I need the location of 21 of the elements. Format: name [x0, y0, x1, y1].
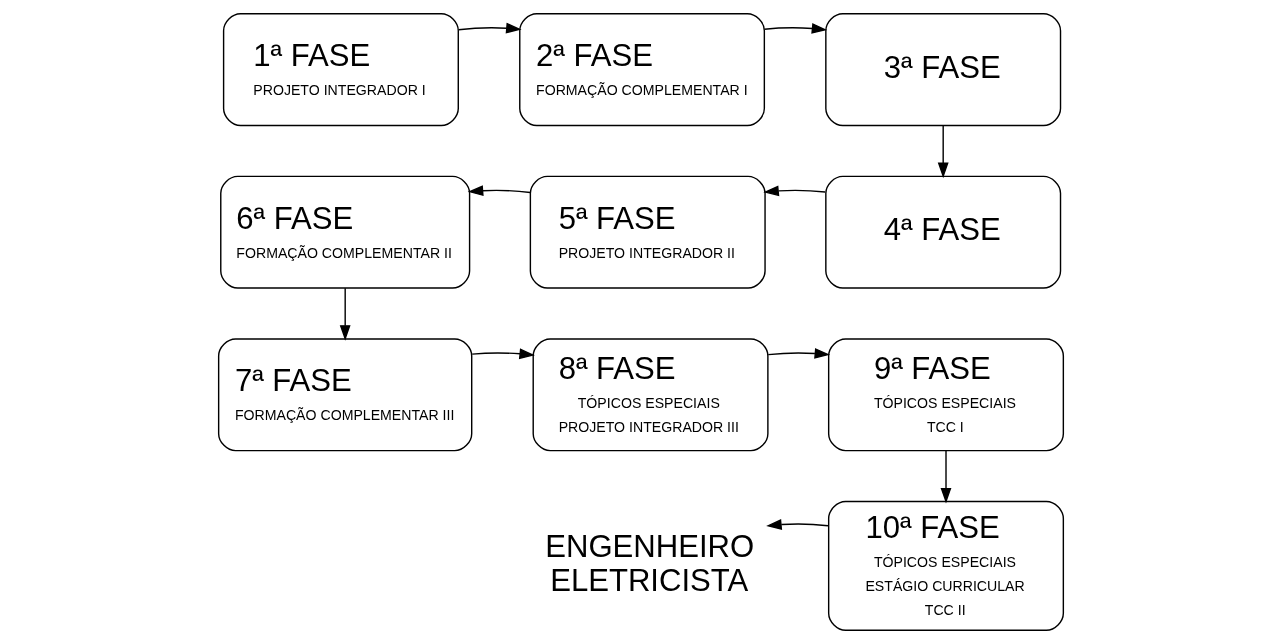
node-box: 4ª FASE: [824, 175, 1061, 289]
node-box: 7ª FASE FORMAÇÃO COMPLEMENTAR III: [217, 338, 472, 452]
node-box: 9ª FASE TÓPICOS ESPECIAIS TCC I: [827, 338, 1064, 452]
node-box: 6ª FASE FORMAÇÃO COMPLEMENTAR II: [219, 175, 470, 289]
arrow: [765, 519, 829, 530]
node-box: 10ª FASE TÓPICOS ESPECIAIS ESTÁGIO CURRICULAR TCC II: [827, 500, 1064, 631]
arrow: [767, 348, 830, 359]
arrow: [467, 185, 531, 197]
arrow: [339, 287, 351, 341]
arrow: [471, 348, 535, 360]
node-box: 1ª FASE PROJETO INTEGRADOR I: [222, 13, 459, 127]
node-box: 5ª FASE PROJETO INTEGRADOR II: [529, 175, 766, 289]
node-box: 8ª FASE TÓPICOS ESPECIAIS PROJETO INTEGRADOR III: [532, 338, 769, 452]
arrow: [763, 23, 827, 34]
node-box: 3ª FASE: [824, 13, 1061, 127]
arrow: [940, 450, 951, 504]
node-text: ENGENHEIRO ELETRICISTA: [544, 528, 754, 598]
node-box: 2ª FASE FORMAÇÃO COMPLEMENTAR I: [518, 13, 765, 127]
arrow: [762, 185, 826, 197]
arrow: [937, 124, 949, 179]
arrow: [457, 22, 522, 34]
